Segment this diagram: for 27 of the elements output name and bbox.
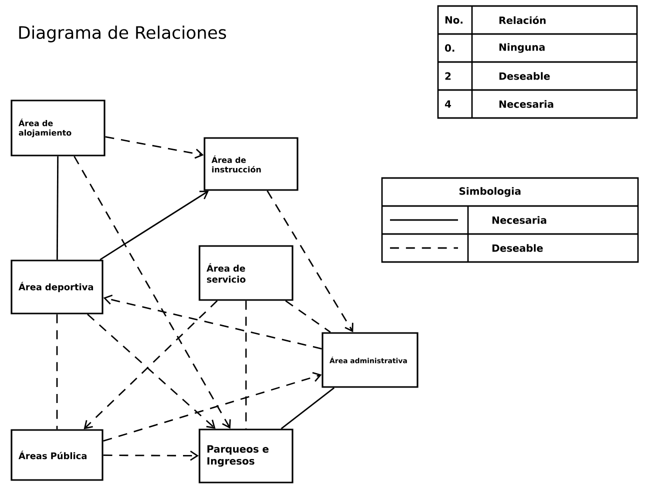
relation-line bbox=[74, 156, 231, 429]
table-cell: Relación bbox=[499, 16, 546, 24]
relation-line bbox=[56, 314, 58, 430]
relation-line bbox=[103, 372, 322, 442]
table-cell: Necesaria bbox=[499, 100, 554, 108]
table-cell: 2 bbox=[445, 72, 451, 80]
relation-line bbox=[56, 156, 59, 260]
table-cell: 0. bbox=[445, 44, 454, 52]
relation-line bbox=[103, 294, 322, 350]
relation-line bbox=[105, 136, 204, 159]
table-cell: No. bbox=[445, 16, 462, 24]
table-cell: 4 bbox=[444, 100, 451, 108]
table-cell: Ninguna bbox=[499, 43, 545, 53]
table-cell: Deseable bbox=[499, 72, 550, 80]
diagram-title: Diagrama de Relaciones bbox=[19, 26, 226, 42]
relation-line bbox=[103, 450, 199, 461]
area-box: Parqueos e Ingresos bbox=[198, 428, 294, 484]
area-box: Área de servicio bbox=[198, 245, 294, 301]
relation-line bbox=[100, 190, 209, 260]
relation-line bbox=[285, 300, 331, 333]
relation-line bbox=[266, 190, 354, 332]
legend-text: Necesaria bbox=[492, 216, 546, 224]
area-box: Áreas Pública bbox=[10, 429, 104, 481]
area-box: Área deportiva bbox=[10, 260, 104, 314]
legend-text: Deseable bbox=[492, 244, 543, 252]
relation-line bbox=[280, 387, 335, 430]
table-heading: Simbologia bbox=[459, 187, 520, 197]
